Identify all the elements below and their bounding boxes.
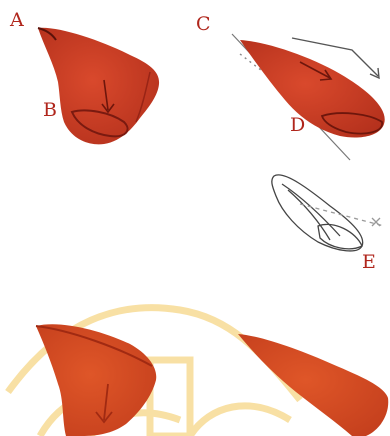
- label-b: B: [43, 99, 57, 121]
- shape-ab: [38, 28, 159, 145]
- label-c: C: [196, 13, 211, 35]
- label-e: E: [362, 251, 376, 273]
- label-d: D: [290, 114, 305, 136]
- leaf-ab-body: [38, 28, 159, 145]
- label-a: A: [9, 9, 24, 31]
- leaf-cd-body: [240, 40, 385, 138]
- shape-cd: [232, 34, 385, 160]
- sketch-e: [272, 175, 384, 251]
- leaf-lower-right-body: [238, 334, 388, 436]
- shape-lower-right: [238, 334, 388, 436]
